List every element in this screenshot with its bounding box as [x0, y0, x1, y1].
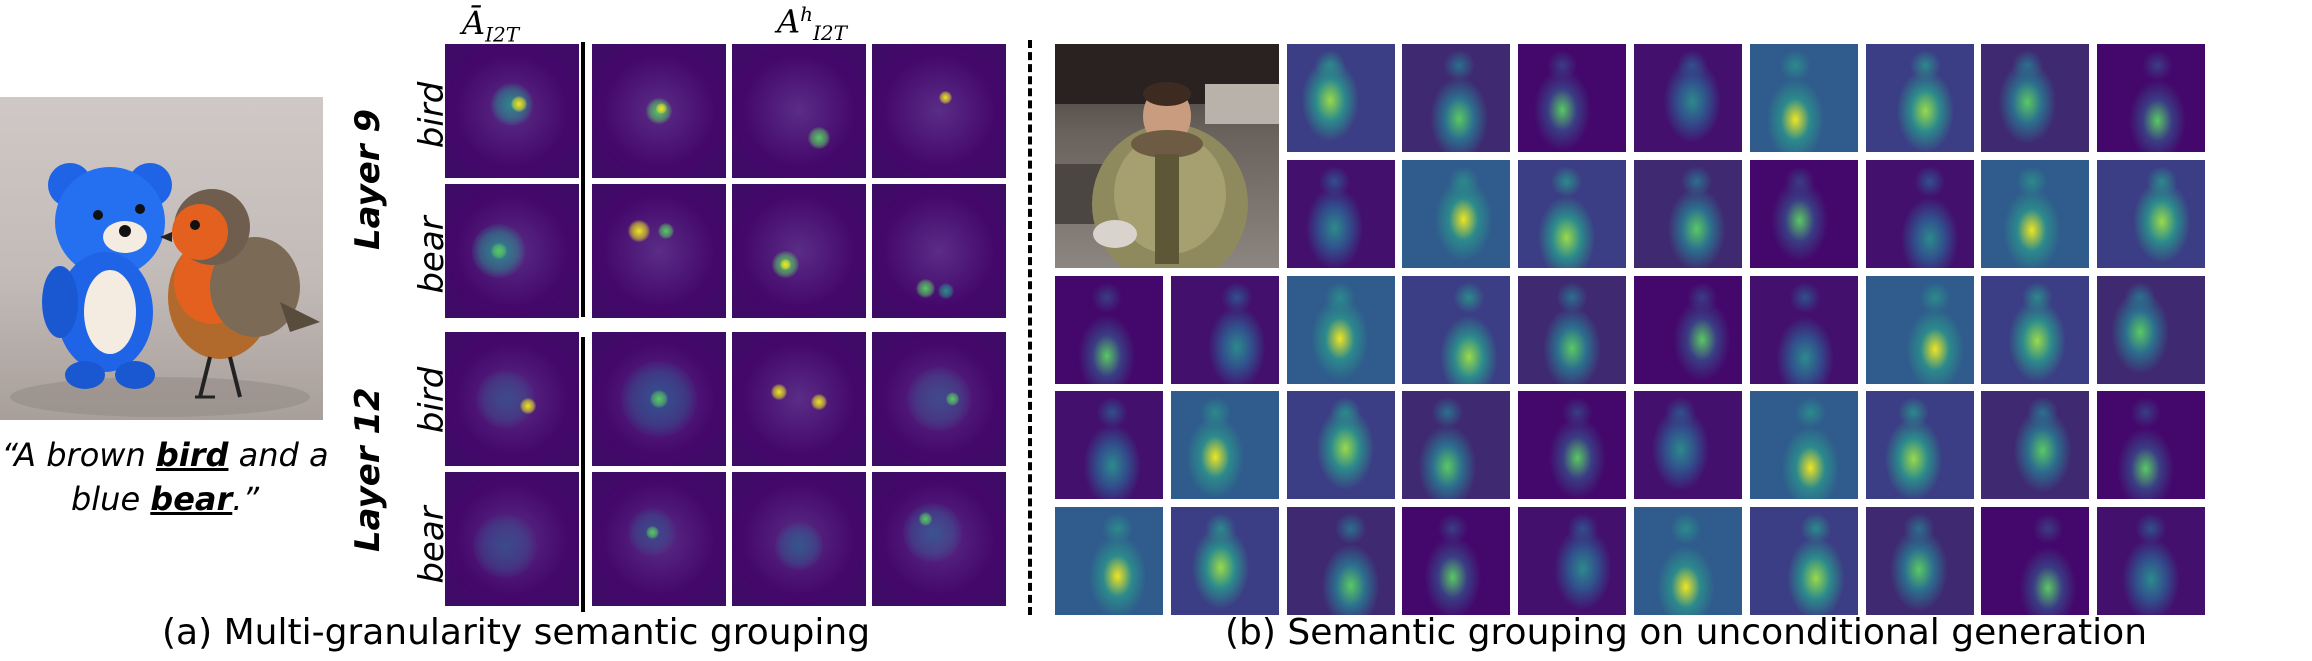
heatmap-tile: [1750, 160, 1858, 268]
attention-hotspot: [906, 366, 972, 432]
heatmap-tile: [1402, 160, 1510, 268]
heatmap-tile: [1518, 44, 1626, 152]
heatmap-tile: [1287, 507, 1395, 615]
heatmap-tile: [2097, 276, 2205, 384]
attention-map-tile: [732, 472, 866, 606]
attention-hotspot: [774, 521, 824, 570]
attention-map-tile: [592, 472, 726, 606]
caption-b: (b) Semantic grouping on unconditional g…: [1225, 612, 2148, 653]
attention-map-tile: [872, 184, 1006, 318]
heatmap-tile: [1518, 276, 1626, 384]
attention-hotspot: [649, 389, 669, 409]
heatmap-tile: [1402, 276, 1510, 384]
heatmap-tile: [1287, 276, 1395, 384]
attention-map-tile: [872, 332, 1006, 466]
attention-hotspot: [473, 513, 538, 578]
attention-hotspot: [939, 90, 953, 105]
attention-hotspot: [628, 220, 650, 242]
heatmap-tile: [1981, 391, 2089, 499]
attention-hotspot: [490, 242, 507, 260]
man-in-parka-illustration: [1055, 44, 1279, 268]
heatmap-tile: [1981, 160, 2089, 268]
heatmap-tile: [1634, 391, 1742, 499]
heatmap-tile: [2097, 44, 2205, 152]
bear-and-bird-illustration: [10, 163, 320, 417]
attention-map-tile: [445, 184, 579, 318]
heatmap-tile: [1750, 44, 1858, 152]
layer-label-9: Layer 9: [348, 108, 388, 250]
heatmap-tile: [1750, 391, 1858, 499]
heatmap-tile: [1287, 391, 1395, 499]
heatmap-tile: [1518, 507, 1626, 615]
heatmap-tile: [1055, 276, 1163, 384]
heatmap-tile: [1750, 276, 1858, 384]
attention-map-tile: [872, 472, 1006, 606]
attention-map-tile: [445, 44, 579, 178]
attention-hotspot: [902, 502, 962, 562]
attention-hotspot: [520, 397, 537, 414]
source-photo: [1055, 44, 1279, 268]
heatmap-tile: [1287, 160, 1395, 268]
layer-label-12: Layer 12: [348, 387, 388, 552]
attention-hotspot: [918, 512, 933, 526]
heatmap-tile: [1981, 507, 2089, 615]
heatmap-tile: [1171, 276, 1279, 384]
heatmap-tile: [1634, 44, 1742, 152]
attention-map-tile: [732, 184, 866, 318]
heatmap-tile: [1402, 44, 1510, 152]
heatmap-tile: [1634, 160, 1742, 268]
attention-map-tile: [592, 332, 726, 466]
attention-hotspot: [770, 384, 787, 401]
heatmap-tile: [1634, 276, 1742, 384]
heatmap-tile: [1518, 160, 1626, 268]
heatmap-tile: [1171, 507, 1279, 615]
heatmap-tile: [1981, 44, 2089, 152]
heatmap-tile: [1866, 276, 1974, 384]
caption-a: (a) Multi-granularity semantic grouping: [162, 612, 871, 653]
heatmap-tile: [1171, 391, 1279, 499]
heatmap-tile: [1518, 391, 1626, 499]
prompt-word-bird: bird: [155, 436, 229, 474]
attention-hotspot: [811, 393, 828, 410]
attention-map-tile: [732, 332, 866, 466]
heatmap-tile: [1866, 391, 1974, 499]
attention-hotspot: [510, 96, 527, 113]
attention-hotspot: [916, 279, 935, 298]
attention-hotspot: [937, 283, 954, 300]
attention-map-tile: [592, 184, 726, 318]
separator-mean-heads-bottom: [581, 337, 585, 612]
separator-mean-heads-top: [581, 42, 585, 317]
col-head-head-attention: AhI2T: [777, 2, 847, 46]
col-head-mean-attention: ĀI2T: [462, 4, 520, 47]
heatmap-tile: [1055, 507, 1163, 615]
attention-hotspot: [657, 222, 674, 239]
heatmap-tile: [1981, 276, 2089, 384]
source-image: [0, 97, 323, 420]
heatmap-tile: [1866, 160, 1974, 268]
attention-map-tile: [445, 472, 579, 606]
heatmap-tile: [1287, 44, 1395, 152]
heatmap-tile: [1055, 391, 1163, 499]
attention-map-tile: [592, 44, 726, 178]
heatmap-tile: [1634, 507, 1742, 615]
attention-map-tile: [872, 44, 1006, 178]
heatmap-tile: [1750, 507, 1858, 615]
heatmap-tile: [1402, 391, 1510, 499]
attention-hotspot: [945, 392, 960, 406]
prompt-text: “A brown bird and a blue bear.”: [1, 436, 329, 518]
attention-hotspot: [645, 525, 659, 539]
attention-map-tile: [445, 332, 579, 466]
attention-map-tile: [732, 44, 866, 178]
heatmap-tile: [2097, 507, 2205, 615]
attention-hotspot: [780, 259, 791, 270]
heatmap-tile: [2097, 160, 2205, 268]
heatmap-tile: [1402, 507, 1510, 615]
attention-hotspot: [808, 127, 830, 149]
heatmap-tile: [1866, 44, 1974, 152]
prompt-word-bear: bear: [150, 480, 233, 518]
heatmap-tile: [2097, 391, 2205, 499]
attention-hotspot: [656, 102, 668, 114]
panel-divider: [1028, 40, 1032, 615]
heatmap-tile: [1866, 507, 1974, 615]
